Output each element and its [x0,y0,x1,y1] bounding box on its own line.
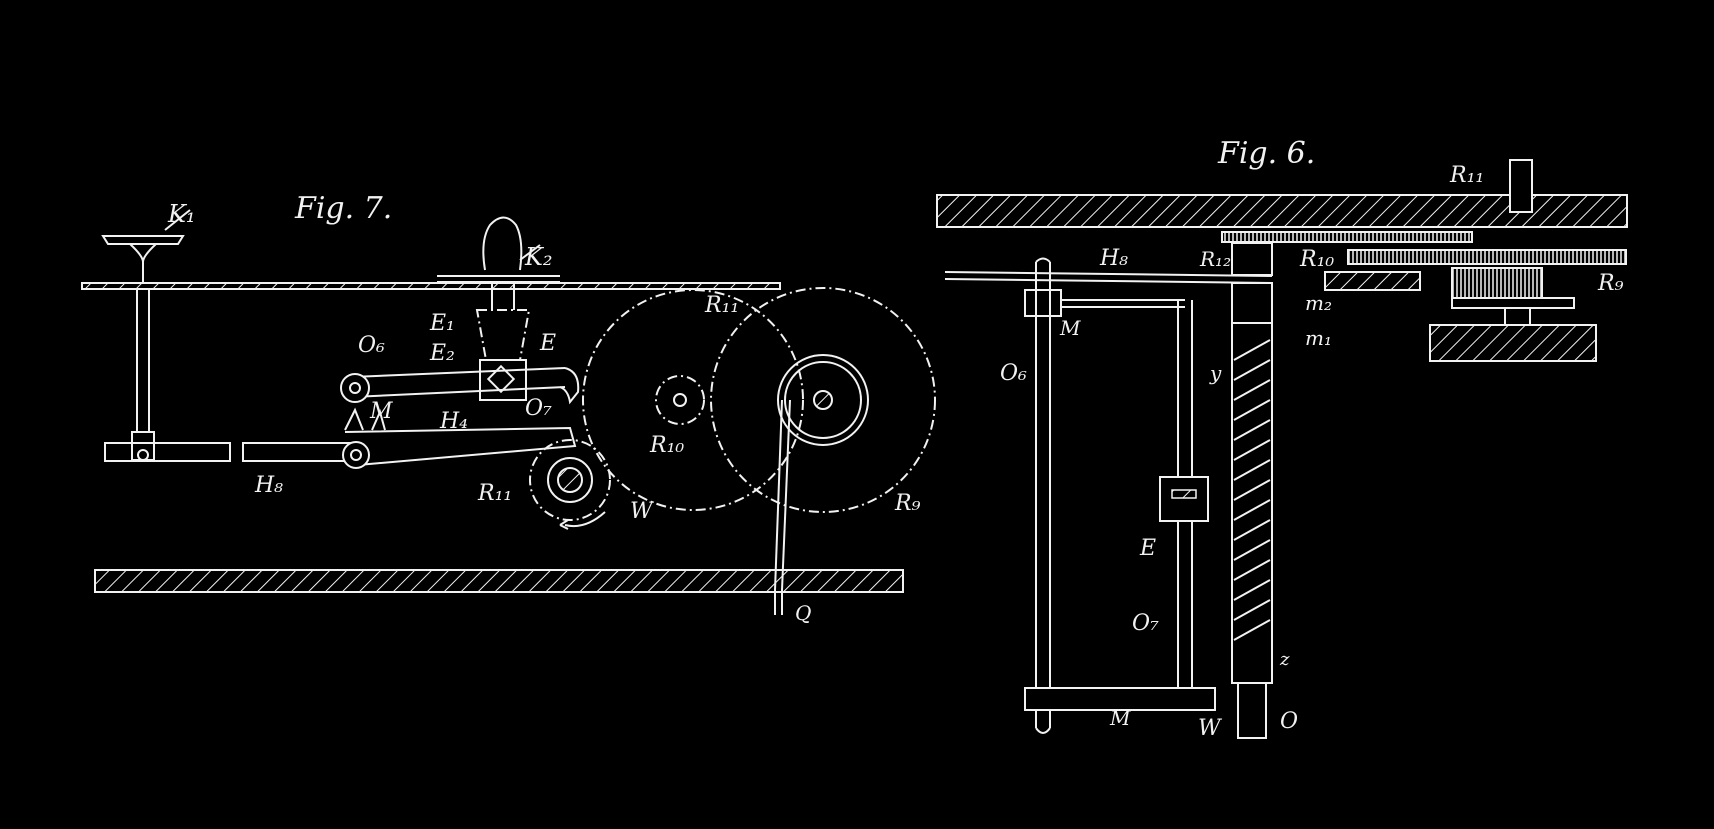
fig6-label-m1: m₁ [1305,326,1332,350]
fig6-title: Fig. 6. [1217,136,1315,171]
fig7-label-m: M [369,399,393,424]
fig7-label-q: Q [795,601,811,625]
fig6-label-o7: O₇ [1132,611,1159,636]
fig7-label-k1: K₁ [167,200,196,228]
fig6-spool-r9 [1451,267,1543,299]
fig6-label-m: M [1059,316,1081,340]
fig6-label-r10: R₁₀ [1299,247,1334,272]
figure-6: Fig. 6. R₁₁ R₁₀ R₉ R₁₂ H₈ m₂ m₁ [936,136,1628,741]
fig6-label-r9: R₉ [1597,271,1624,296]
fig6-label-y: y [1209,361,1222,385]
fig7-lever-m [340,367,580,405]
fig6-label-h8: H₈ [1099,246,1128,271]
fig6-collar-m2 [1231,242,1273,276]
fig7-label-k2: K₂ [524,243,553,271]
fig7-label-r9: R₉ [894,491,921,516]
fig7-label-r11-top: R₁₁ [704,293,739,318]
fig7-label-e: E [539,331,556,356]
fig7-wheel-r10 [655,375,705,425]
fig7-strip [774,399,783,615]
fig6-label-m2: m₂ [1305,291,1332,315]
fig6-label-w: W [1198,716,1223,741]
fig6-label-r12: R₁₂ [1199,247,1231,271]
fig6-lower-block [1429,324,1597,362]
fig7-wheel-r11 [582,289,804,511]
fig6-worm-screw [1231,322,1273,739]
fig7-bottom-plate [94,569,904,593]
fig7-label-w: W [630,499,655,524]
fig7-title: Fig. 7. [294,191,392,226]
fig7-label-e1: E₁ [429,311,455,336]
fig7-label-h4: H₄ [439,409,468,434]
fig6-label-e: E [1139,536,1156,561]
fig7-label-r11: R₁₁ [477,481,512,506]
fig6-bracket [1324,271,1421,291]
fig7-top-plate [81,282,781,290]
fig6-label-o: O [1280,709,1298,734]
fig7-label-o7: O₇ [525,396,552,421]
fig6-label-z: z [1279,649,1290,670]
fig6-shaft-top [1509,159,1533,213]
fig6-gear-r10 [1347,249,1627,265]
fig7-worm-wheel [529,439,611,530]
fig7-key-k2 [437,216,560,401]
fig6-label-o6: O₆ [1000,361,1027,386]
fig6-label-m-bottom: M [1109,706,1131,730]
fig7-key-k1 [101,209,231,462]
fig7-lever-h4 [242,407,577,469]
fig7-wheel-r9 [710,287,936,513]
figure-7: Fig. 7. K₁ K₂ E₁ [81,191,936,625]
fig7-label-e2: E₂ [429,341,455,366]
fig6-gear-r12 [1221,231,1473,243]
fig6-collar-m1 [1231,282,1273,324]
fig7-label-r10: R₁₀ [649,433,684,458]
fig6-label-r11: R₁₁ [1449,163,1484,188]
fig6-frame [1024,257,1216,734]
fig7-label-o6: O₆ [358,333,385,358]
fig7-label-h8: H₈ [254,473,283,498]
fig6-bar-h8 [944,271,1273,277]
